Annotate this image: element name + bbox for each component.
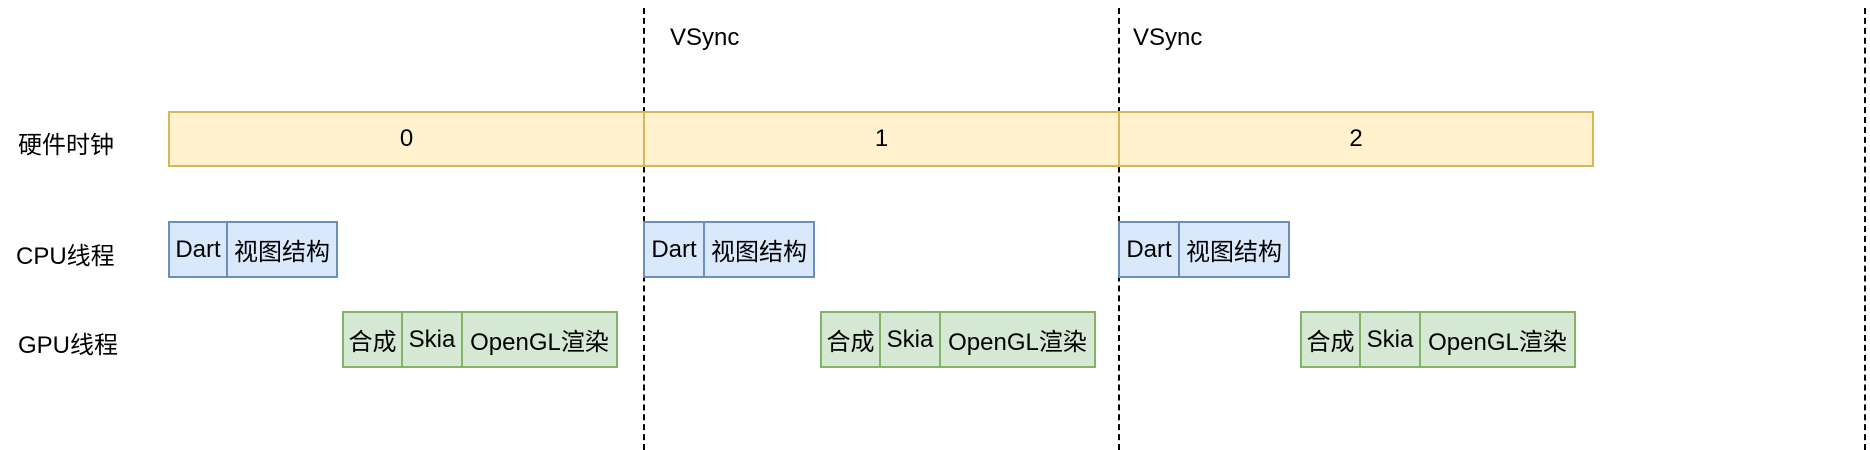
gpu-compose-block: 合成: [342, 311, 403, 368]
cpu-view-structure-block: 视图结构: [226, 221, 338, 278]
vsync-label-2: VSync: [1133, 24, 1203, 51]
gpu-skia-block: Skia: [1359, 311, 1421, 368]
cpu-view-structure-block: 视图结构: [703, 221, 815, 278]
gpu-compose-block: 合成: [820, 311, 881, 368]
clock-segment: 0: [168, 111, 645, 167]
clock-segment: 1: [643, 111, 1120, 167]
vsync-line-3: [1864, 8, 1866, 450]
gpu-compose-block: 合成: [1300, 311, 1361, 368]
gpu-opengl-render-block: OpenGL渲染: [461, 311, 618, 368]
gpu-opengl-render-block: OpenGL渲染: [939, 311, 1096, 368]
row-label-cpu-thread: CPU线程: [16, 243, 115, 270]
cpu-view-structure-block: 视图结构: [1178, 221, 1290, 278]
gpu-opengl-render-block: OpenGL渲染: [1419, 311, 1576, 368]
clock-segment: 2: [1118, 111, 1594, 167]
gpu-skia-block: Skia: [879, 311, 941, 368]
row-label-hardware-clock: 硬件时钟: [18, 132, 114, 159]
cpu-dart-block: Dart: [1118, 221, 1180, 278]
row-label-gpu-thread: GPU线程: [18, 332, 119, 359]
cpu-dart-block: Dart: [168, 221, 228, 278]
vsync-label-1: VSync: [670, 24, 740, 51]
gpu-skia-block: Skia: [401, 311, 463, 368]
cpu-dart-block: Dart: [643, 221, 705, 278]
